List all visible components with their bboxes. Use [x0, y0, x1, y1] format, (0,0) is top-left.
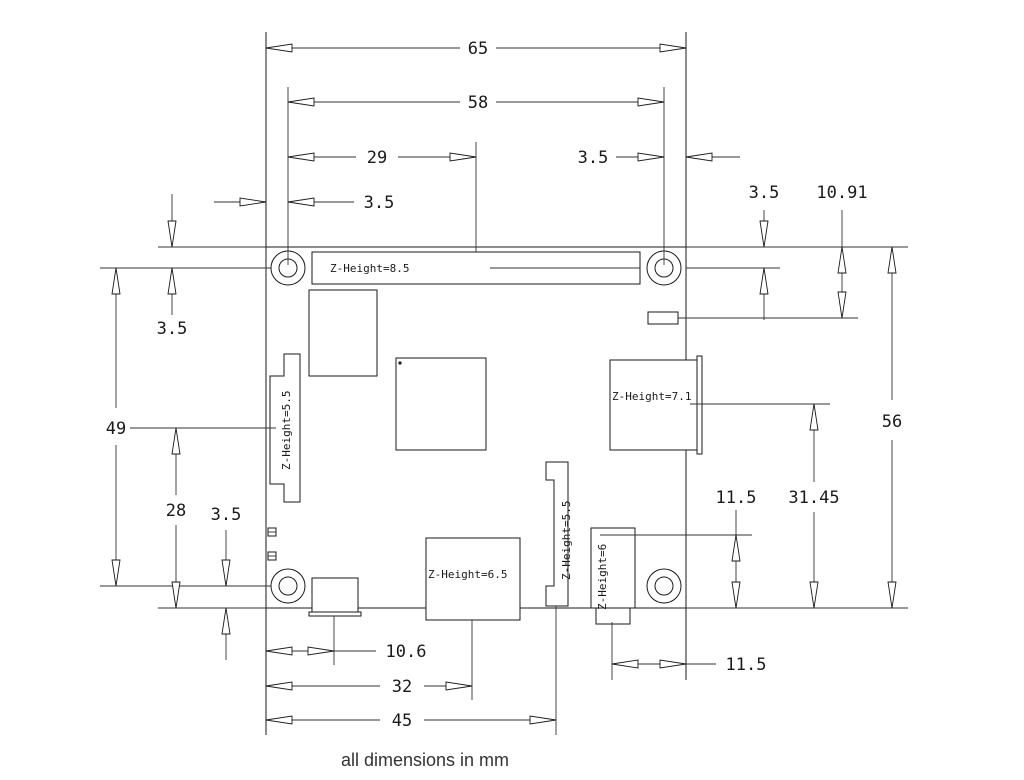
dim-10.91: 10.91 [816, 183, 867, 203]
dim-3.5-top-right: 3.5 [749, 183, 780, 203]
z-height-bottom-block: Z-Height=6.5 [428, 568, 507, 581]
z-height-mid-ribbon: Z-Height=5.5 [560, 501, 573, 580]
caption: all dimensions in mm [340, 750, 510, 770]
dim-3.5-bottom: 3.5 [211, 505, 242, 525]
dim-29: 29 [367, 148, 387, 168]
gpio-header: Z-Height=8.5 [311, 251, 641, 285]
small-components [267, 527, 277, 561]
dim-28: 28 [166, 501, 186, 521]
dim-3.5-left: 3.5 [364, 193, 395, 213]
dimension-lines [115, 47, 893, 735]
dim-65: 65 [468, 39, 488, 59]
board-outline [100, 32, 908, 735]
dim-56: 56 [882, 412, 902, 432]
z-height-audio: Z-Height=6 [596, 544, 609, 610]
z-height-right-jack: Z-Height=7.1 [612, 390, 691, 403]
arrowheads [111, 43, 897, 725]
z-height-top-header: Z-Height=8.5 [330, 262, 409, 275]
led [647, 311, 679, 325]
chip-left [308, 289, 378, 377]
dim-3.5-right: 3.5 [578, 148, 609, 168]
dim-11.5-audio: 11.5 [716, 488, 757, 508]
bottom-block: Z-Height=6.5 [425, 537, 521, 621]
soc-chip [395, 357, 487, 451]
dim-32: 32 [392, 677, 412, 697]
z-height-left-ribbon: Z-Height=5.5 [280, 391, 293, 470]
right-jack: Z-Height=7.1 [609, 355, 830, 455]
dim-11.5-bottom: 11.5 [726, 655, 767, 675]
dim-58: 58 [468, 93, 488, 113]
power-connector [308, 577, 362, 617]
dim-10.6: 10.6 [386, 642, 427, 662]
left-ribbon-connector: Z-Height=5.5 [269, 353, 301, 503]
mounting-hole-bottom-right [646, 568, 682, 604]
dim-45: 45 [392, 711, 412, 731]
dim-3.5-top: 3.5 [157, 319, 188, 339]
audio-jack: Z-Height=6 [590, 527, 752, 625]
dim-49: 49 [106, 419, 126, 439]
mounting-hole-top-left [270, 250, 306, 286]
dim-31.45: 31.45 [788, 488, 839, 508]
mounting-hole-bottom-left [270, 568, 306, 604]
mid-ribbon-connector: Z-Height=5.5 [545, 461, 573, 607]
